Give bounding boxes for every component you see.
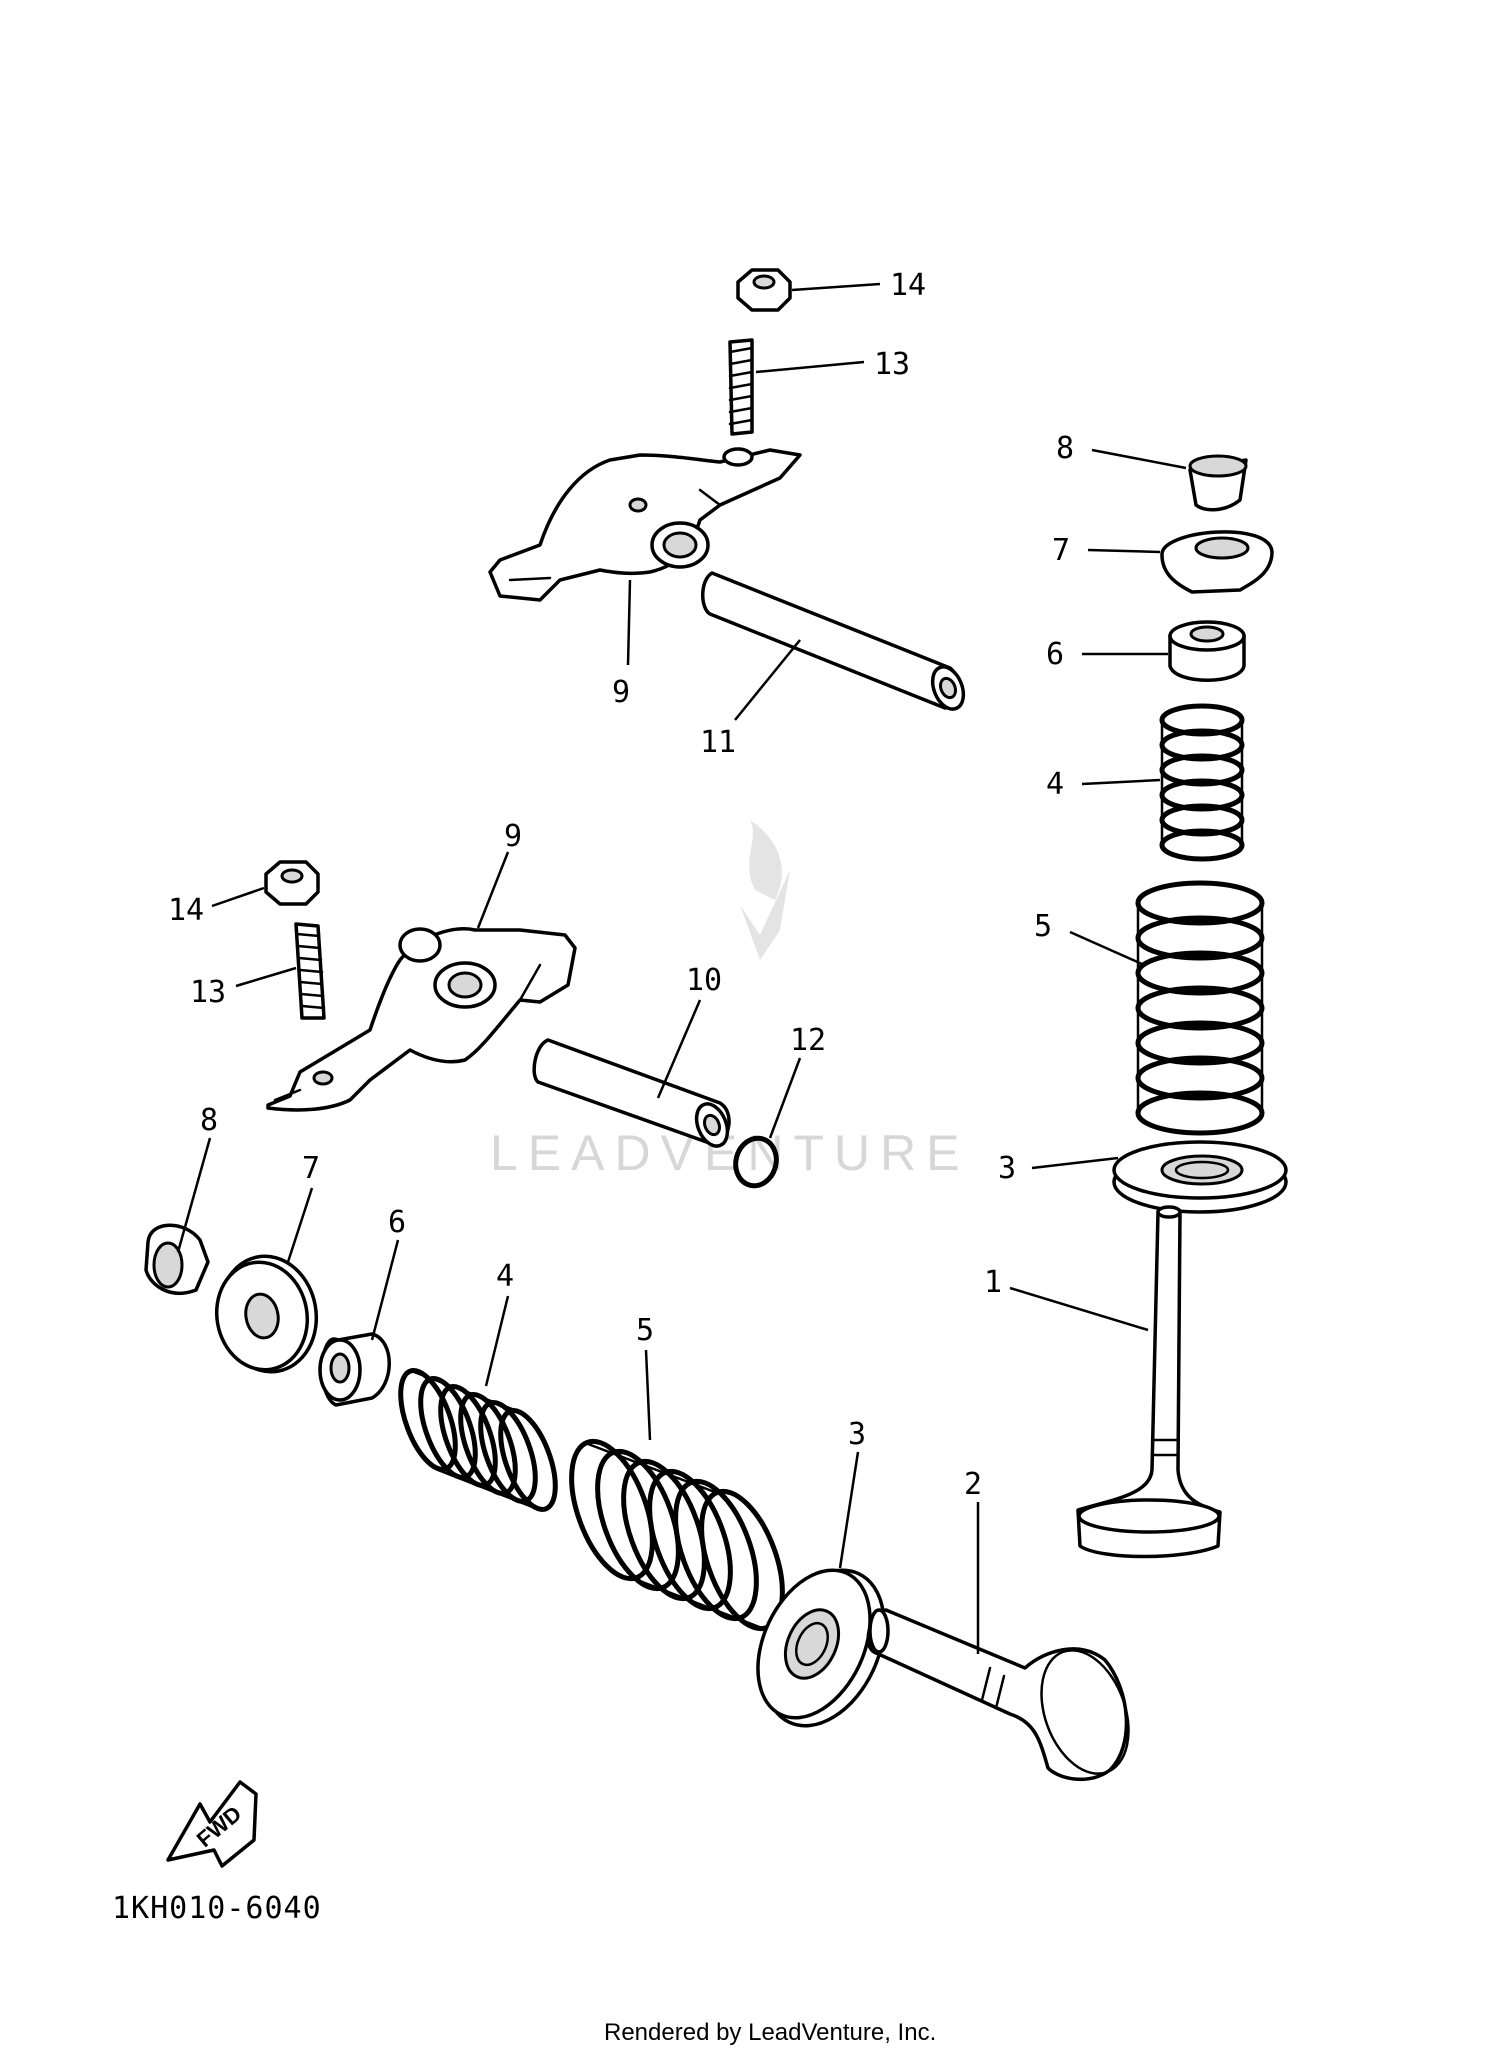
right-spring-retainer bbox=[1160, 530, 1274, 594]
right-valve-stem-seal bbox=[1168, 620, 1246, 682]
callout-mid-12: 12 bbox=[790, 1023, 826, 1058]
callout-right-6: 6 bbox=[1046, 637, 1064, 672]
mid-rocker-shaft bbox=[532, 1038, 731, 1148]
callout-upper-14: 14 bbox=[890, 268, 926, 303]
low-spring-seat bbox=[756, 1568, 886, 1728]
upper-rocker-shaft bbox=[701, 571, 966, 711]
callouts-mid: 9 14 13 10 12 bbox=[168, 819, 826, 1139]
callout-low-7: 7 bbox=[302, 1151, 320, 1186]
upper-rocker-nut bbox=[736, 268, 792, 312]
mid-adjusting-screw bbox=[294, 922, 326, 1020]
watermark-text: LEADVENTURE bbox=[490, 1125, 970, 1181]
callout-right-5: 5 bbox=[1034, 909, 1052, 944]
upper-rocker-arm bbox=[488, 447, 802, 602]
callout-right-3: 3 bbox=[998, 1151, 1016, 1186]
callout-upper-11: 11 bbox=[700, 725, 736, 760]
callout-right-7: 7 bbox=[1052, 533, 1070, 568]
callouts-low: 8 7 6 4 5 3 2 bbox=[176, 1103, 982, 1654]
callout-mid-14: 14 bbox=[168, 893, 204, 928]
low-outer-spring bbox=[569, 1438, 785, 1632]
right-valve-cotter bbox=[1188, 454, 1248, 512]
callout-low-5: 5 bbox=[636, 1313, 654, 1348]
callouts-right: 8 7 6 4 5 3 1 bbox=[984, 431, 1187, 1332]
low-spring-retainer bbox=[214, 1254, 319, 1374]
callout-low-2: 2 bbox=[964, 1467, 982, 1502]
watermark: LEADVENTURE bbox=[490, 820, 970, 1181]
low-valve bbox=[866, 1608, 1130, 1782]
mid-o-ring bbox=[733, 1135, 779, 1189]
right-valve bbox=[1076, 1205, 1222, 1559]
low-valve-cotter bbox=[144, 1223, 210, 1295]
callout-right-1: 1 bbox=[984, 1265, 1002, 1300]
callout-upper-13: 13 bbox=[874, 347, 910, 382]
callout-right-4: 4 bbox=[1046, 767, 1064, 802]
mid-rocker-nut bbox=[264, 860, 320, 906]
low-inner-spring bbox=[398, 1368, 558, 1512]
diagram-code: 1KH010-6040 bbox=[112, 1891, 322, 1926]
fwd-direction-arrow: FWD bbox=[166, 1780, 258, 1868]
upper-adjusting-screw bbox=[728, 338, 754, 436]
right-inner-spring bbox=[1159, 703, 1245, 862]
callout-low-3: 3 bbox=[848, 1417, 866, 1452]
callouts-upper: 14 13 9 11 bbox=[612, 268, 926, 760]
callout-upper-9: 9 bbox=[612, 675, 630, 710]
callout-low-8: 8 bbox=[200, 1103, 218, 1138]
low-valve-stem-seal bbox=[318, 1332, 391, 1407]
callout-right-8: 8 bbox=[1056, 431, 1074, 466]
mid-rocker-arm bbox=[266, 927, 577, 1112]
right-spring-seat bbox=[1112, 1140, 1288, 1214]
callout-mid-10: 10 bbox=[686, 963, 722, 998]
callout-mid-13: 13 bbox=[190, 975, 226, 1010]
callout-low-4: 4 bbox=[496, 1259, 514, 1294]
footer-credit: Rendered by LeadVenture, Inc. bbox=[604, 2019, 936, 2046]
right-outer-spring bbox=[1135, 880, 1265, 1136]
callout-low-6: 6 bbox=[388, 1205, 406, 1240]
callout-mid-9: 9 bbox=[504, 819, 522, 854]
